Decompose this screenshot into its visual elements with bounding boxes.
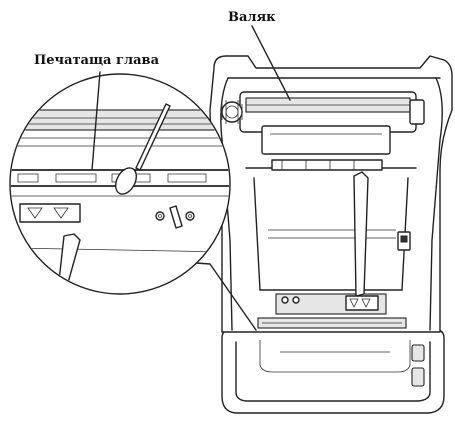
print-head-leader	[91, 71, 101, 171]
paper-compartment	[245, 159, 417, 329]
roller-leader	[251, 25, 291, 101]
print-head-label: Печатаща глава	[34, 53, 159, 68]
roller-label: Валяк	[228, 10, 276, 25]
magnified-callout	[9, 73, 257, 331]
platen-roller	[221, 91, 425, 155]
printer-base	[221, 329, 445, 414]
